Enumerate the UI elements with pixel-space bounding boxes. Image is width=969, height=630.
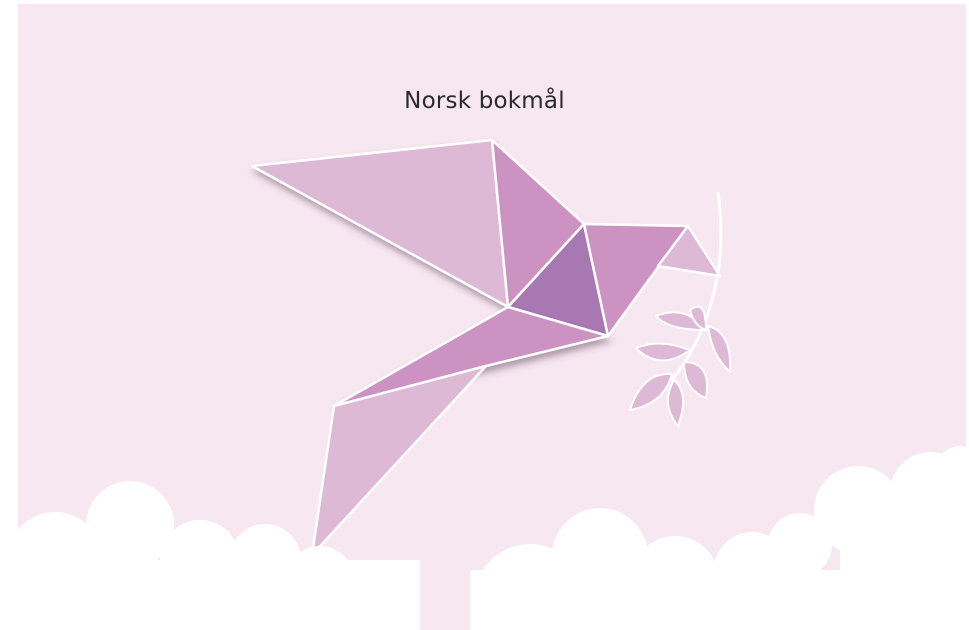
olive-branch-icon: [629, 191, 732, 427]
clouds-icon: [0, 446, 969, 630]
language-name: Norsk bokmål: [404, 88, 565, 114]
origami-dove-icon: [250, 138, 722, 557]
